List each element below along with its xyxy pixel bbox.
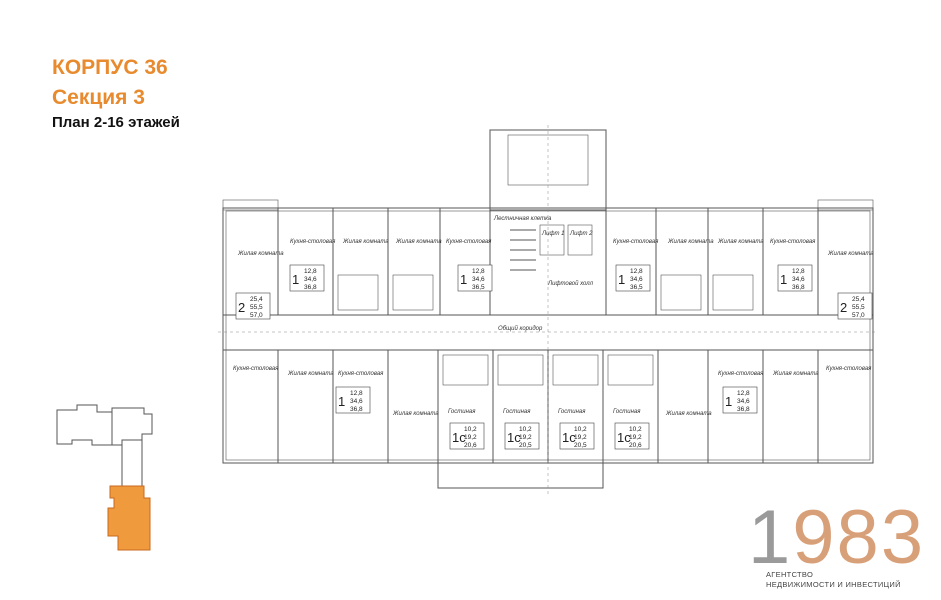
apartment-area-box: 1 12,834,636,8 [335, 386, 371, 414]
room-label: Кухня-столовая [446, 239, 492, 245]
apartment-area-value: 19,2 [519, 434, 532, 441]
apartment-area-value: 36,8 [792, 284, 805, 291]
apartment-area-value: 25,4 [852, 296, 865, 303]
apartment-rooms-count: 1 [460, 272, 467, 287]
room-label: Жилая комната [717, 239, 764, 245]
agency-logo: 1983 АГЕНТСТВО НЕДВИЖИМОСТИ И ИНВЕСТИЦИЙ [748, 500, 928, 595]
room-label: Жилая комната [667, 239, 714, 245]
apartment-area-value: 55,5 [250, 304, 263, 311]
apartment-rooms-count: 1 [292, 272, 299, 287]
apartment-rooms-count: 1c [562, 430, 576, 445]
apartment-area-value: 36,8 [304, 284, 317, 291]
apartment-area-value: 19,2 [574, 434, 587, 441]
room-label: Кухня-столовая [233, 366, 279, 372]
apartment-area-value: 19,2 [629, 434, 642, 441]
floor-plan-drawing: Лестничная клетка Лифт 1 Лифт 2 Общий ко… [218, 125, 878, 495]
apartment-rooms-count: 1c [507, 430, 521, 445]
highlighted-section [107, 485, 151, 551]
apartment-area-value: 34,6 [737, 398, 750, 405]
room-label: Гостиная [448, 409, 476, 415]
apartment-area-box: 2 25,455,557,0 [837, 292, 873, 320]
apartment-rooms-count: 1 [780, 272, 787, 287]
apartment-area-value: 34,6 [350, 398, 363, 405]
building-title: КОРПУС 36 [52, 56, 168, 79]
room-label: Кухня-столовая [826, 366, 872, 372]
section-title: Секция 3 [52, 86, 145, 109]
room-label: Жилая комната [287, 371, 334, 377]
room-label: Жилая комната [827, 251, 874, 257]
apartment-area-box: 1 12,834,636,5 [615, 264, 651, 292]
logo-number: 1983 [748, 495, 926, 580]
room-label: Жилая комната [772, 371, 819, 377]
room-label: Кухня-столовая [770, 239, 816, 245]
room-label: Кухня-столовая [290, 239, 336, 245]
room-label: Жилая комната [665, 411, 712, 417]
apartment-area-value: 10,2 [574, 426, 587, 433]
apartment-rooms-count: 2 [238, 300, 245, 315]
room-label: Гостиная [613, 409, 641, 415]
lift1-label: Лифт 1 [541, 231, 564, 237]
apartment-rooms-count: 2 [840, 300, 847, 315]
apartment-area-value: 25,4 [250, 296, 263, 303]
apartment-rooms-count: 1c [452, 430, 466, 445]
apartment-area-box: 1 12,834,636,5 [457, 264, 493, 292]
room-label: Жилая комната [237, 251, 284, 257]
apartment-area-value: 19,2 [464, 434, 477, 441]
room-label: Жилая комната [392, 411, 439, 417]
room-label: Кухня-столовая [718, 371, 764, 377]
apartment-area-value: 20,5 [574, 442, 587, 449]
apartment-area-value: 10,2 [629, 426, 642, 433]
apartment-area-value: 34,6 [630, 276, 643, 283]
room-label: Гостиная [558, 409, 586, 415]
apartment-area-value: 20,5 [519, 442, 532, 449]
apartment-area-value: 57,0 [852, 312, 865, 319]
room-label: Жилая комната [395, 239, 442, 245]
apartment-rooms-count: 1 [338, 394, 345, 409]
apartment-area-box: 1 12,834,636,8 [722, 386, 758, 414]
lift-hall-label: Лифтовой холл [547, 280, 594, 287]
apartment-area-value: 20,6 [464, 442, 477, 449]
room-label: Жилая комната [342, 239, 389, 245]
apartment-rooms-count: 1 [725, 394, 732, 409]
stair-label: Лестничная клетка [493, 216, 552, 222]
apartment-area-value: 55,5 [852, 304, 865, 311]
key-plan [56, 404, 153, 551]
lift2-label: Лифт 2 [569, 231, 593, 237]
apartment-area-box: 2 25,455,557,0 [235, 292, 271, 320]
logo-subtitle-1: АГЕНТСТВО [766, 570, 814, 579]
apartment-area-value: 20,6 [629, 442, 642, 449]
apartment-area-value: 12,8 [792, 268, 805, 275]
apartment-area-value: 12,8 [737, 390, 750, 397]
apartment-area-value: 36,8 [350, 406, 363, 413]
room-label: Кухня-столовая [613, 239, 659, 245]
apartment-area-value: 12,8 [304, 268, 317, 275]
floor-plan-subtitle: План 2-16 этажей [52, 114, 180, 131]
apartment-area-value: 34,6 [304, 276, 317, 283]
apartment-area-value: 12,8 [350, 390, 363, 397]
apartment-rooms-count: 1 [618, 272, 625, 287]
apartment-area-value: 36,5 [472, 284, 485, 291]
apartment-area-box: 1 12,834,636,8 [777, 264, 813, 292]
apartment-area-value: 34,6 [792, 276, 805, 283]
apartment-area-value: 34,6 [472, 276, 485, 283]
apartment-area-value: 36,8 [737, 406, 750, 413]
corridor-label: Общий коридор [498, 325, 543, 332]
room-label: Кухня-столовая [338, 371, 384, 377]
apartment-area-value: 36,5 [630, 284, 643, 291]
apartment-area-value: 12,8 [630, 268, 643, 275]
apartment-area-value: 10,2 [464, 426, 477, 433]
logo-subtitle-2: НЕДВИЖИМОСТИ И ИНВЕСТИЦИЙ [766, 580, 901, 589]
apartment-area-value: 57,0 [250, 312, 263, 319]
room-label: Гостиная [503, 409, 531, 415]
apartment-area-value: 12,8 [472, 268, 485, 275]
apartment-area-value: 10,2 [519, 426, 532, 433]
apartment-rooms-count: 1c [617, 430, 631, 445]
apartment-area-box: 1 12,834,636,8 [289, 264, 325, 292]
